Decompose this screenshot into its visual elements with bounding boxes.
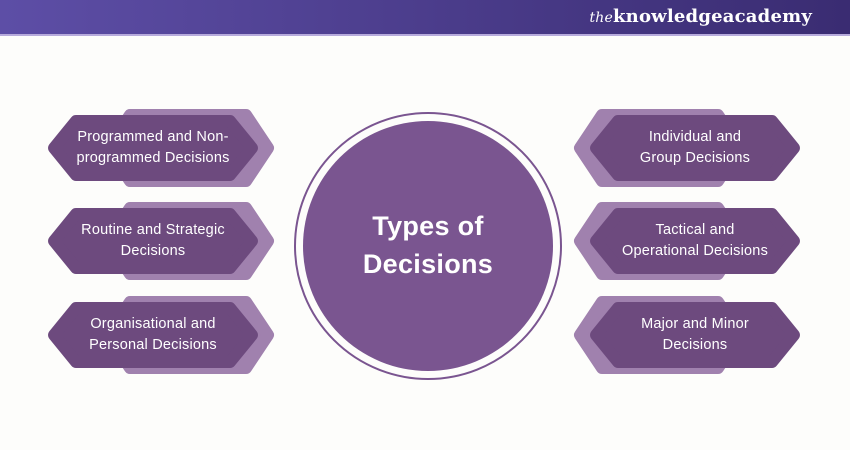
hex-item-organisational-personal: Organisational and Personal Decisions bbox=[48, 295, 274, 375]
hex-item-routine-strategic: Routine and Strategic Decisions bbox=[48, 201, 274, 281]
hexagon-shape bbox=[48, 202, 274, 280]
hexagon-shape bbox=[574, 109, 800, 187]
brand-logo-the: the bbox=[589, 10, 613, 26]
hex-label: Organisational and Personal Decisions bbox=[89, 315, 217, 353]
hex-item-tactical-operational: Tactical and Operational Decisions bbox=[574, 201, 800, 281]
hex-item-programmed-nonprogrammed: Programmed and Non- programmed Decisions bbox=[48, 108, 274, 188]
hex-label: Routine and Strategic Decisions bbox=[81, 221, 225, 259]
brand-logo: theknowledgeacademy bbox=[589, 8, 812, 26]
brand-logo-knowledge: knowledge bbox=[612, 6, 723, 27]
hex-label: Programmed and Non- programmed Decisions bbox=[76, 128, 230, 166]
brand-logo-academy: academy bbox=[722, 6, 812, 27]
hex-label: Major and Minor Decisions bbox=[641, 315, 749, 353]
hexagon-shape bbox=[574, 296, 800, 374]
header-bar: theknowledgeacademy bbox=[0, 0, 850, 36]
diagram-title: Types of Decisions bbox=[362, 211, 494, 279]
hexagon-shape bbox=[48, 109, 274, 187]
hex-item-individual-group: Individual and Group Decisions bbox=[574, 108, 800, 188]
hexagon-shape bbox=[48, 296, 274, 374]
hexagon-shape bbox=[574, 202, 800, 280]
center-circle: Types of Decisions bbox=[303, 121, 553, 371]
hex-label: Tactical and Operational Decisions bbox=[621, 221, 769, 259]
hex-item-major-minor: Major and Minor Decisions bbox=[574, 295, 800, 375]
center-circle-ring: Types of Decisions bbox=[294, 112, 562, 380]
hex-label: Individual and Group Decisions bbox=[639, 128, 751, 166]
